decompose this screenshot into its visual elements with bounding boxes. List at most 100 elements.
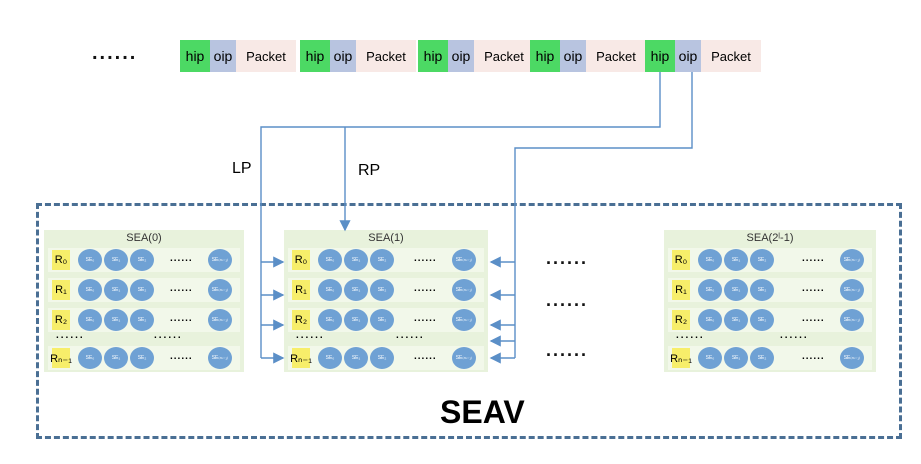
search-engine-node: SE₂: [750, 279, 774, 301]
row-ellipsis: ......: [414, 351, 437, 362]
search-engine-node: SE₀: [698, 249, 722, 271]
search-engine-node: SE₂: [130, 279, 154, 301]
register-label: R₂: [292, 310, 310, 330]
packet-stream-ellipsis: ......: [92, 42, 138, 64]
search-engine-node-last: SE₍ₘ₋₁₎: [840, 279, 864, 301]
search-engine-node: SE₀: [78, 279, 102, 301]
oip-field: oip: [448, 40, 474, 72]
search-engine-node: SE₂: [370, 279, 394, 301]
register-label: Rₙ₋₁: [670, 348, 692, 368]
search-engine-node-last: SE₍ₘ₋₁₎: [840, 309, 864, 331]
lp-line: [260, 72, 661, 358]
hip-field: hip: [530, 40, 560, 72]
register-gap-ellipsis: ......: [154, 330, 183, 341]
search-engine-node: SE₂: [750, 347, 774, 369]
search-engine-node: SE₁: [344, 249, 368, 271]
row-ellipsis: ......: [170, 253, 193, 264]
sea-ellipsis-3: ......: [546, 340, 589, 360]
oip-line: [514, 72, 693, 358]
row-ellipsis: ......: [170, 351, 193, 362]
search-engine-node: SE₀: [78, 309, 102, 331]
row-ellipsis: ......: [802, 351, 825, 362]
search-engine-node: SE₁: [344, 347, 368, 369]
packet-field: Packet: [356, 40, 416, 72]
search-engine-node: SE₂: [370, 347, 394, 369]
packet-0: hip oip Packet: [180, 40, 296, 72]
search-engine-node-last: SE₍ₘ₋₁₎: [452, 279, 476, 301]
packet-field: Packet: [236, 40, 296, 72]
register-label: R₂: [52, 310, 70, 330]
search-engine-node: SE₂: [370, 249, 394, 271]
search-engine-node: SE₁: [104, 249, 128, 271]
row-ellipsis: ......: [802, 283, 825, 294]
register-label: R₀: [52, 250, 70, 270]
rp-label: RP: [358, 162, 381, 179]
search-engine-node: SE₀: [318, 309, 342, 331]
search-engine-node-last: SE₍ₘ₋₁₎: [452, 309, 476, 331]
search-engine-node: SE₀: [698, 309, 722, 331]
search-engine-node: SE₁: [344, 309, 368, 331]
search-engine-node-last: SE₍ₘ₋₁₎: [452, 347, 476, 369]
register-label: Rₙ₋₁: [50, 348, 72, 368]
search-engine-node: SE₂: [130, 347, 154, 369]
packet-4: hip oip Packet: [645, 40, 761, 72]
search-engine-node-last: SE₍ₘ₋₁₎: [208, 347, 232, 369]
row-ellipsis: ......: [170, 283, 193, 294]
oip-field: oip: [560, 40, 586, 72]
register-label: Rₙ₋₁: [290, 348, 312, 368]
sea-ellipsis-1: ......: [546, 248, 589, 268]
packet-field: Packet: [586, 40, 646, 72]
search-engine-node: SE₀: [318, 249, 342, 271]
search-engine-node-last: SE₍ₘ₋₁₎: [208, 309, 232, 331]
register-gap-ellipsis: ......: [780, 330, 809, 341]
search-engine-node: SE₂: [130, 249, 154, 271]
hip-field: hip: [645, 40, 675, 72]
search-engine-node-last: SE₍ₘ₋₁₎: [208, 249, 232, 271]
packet-field: Packet: [474, 40, 534, 72]
register-gap-ellipsis: ......: [396, 330, 425, 341]
register-label: R₂: [672, 310, 690, 330]
lp-label: LP: [232, 160, 252, 177]
sea-title: SEA(1): [368, 232, 404, 244]
search-engine-node: SE₁: [104, 279, 128, 301]
search-engine-node: SE₁: [344, 279, 368, 301]
search-engine-node: SE₀: [698, 347, 722, 369]
register-gap-ellipsis: ......: [56, 330, 85, 341]
search-engine-node: SE₂: [750, 249, 774, 271]
seav-label: SEAV: [440, 394, 525, 430]
search-engine-node-last: SE₍ₘ₋₁₎: [208, 279, 232, 301]
register-label: R₁: [672, 280, 690, 300]
sea-ellipsis-2: ......: [546, 290, 589, 310]
sea-title: SEA(2ˡ-1): [746, 232, 794, 244]
search-engine-node: SE₀: [698, 279, 722, 301]
row-ellipsis: ......: [414, 313, 437, 324]
packet-field: Packet: [701, 40, 761, 72]
row-ellipsis: ......: [414, 253, 437, 264]
search-engine-node: SE₁: [724, 309, 748, 331]
register-gap-ellipsis: ......: [296, 330, 325, 341]
seav-container: [36, 203, 902, 439]
register-gap-ellipsis: ......: [676, 330, 705, 341]
hip-field: hip: [300, 40, 330, 72]
search-engine-node: SE₂: [130, 309, 154, 331]
packet-2: hip oip Packet: [418, 40, 534, 72]
search-engine-node: SE₁: [724, 249, 748, 271]
search-engine-node: SE₀: [78, 347, 102, 369]
search-engine-node: SE₁: [104, 309, 128, 331]
search-engine-node: SE₀: [318, 279, 342, 301]
search-engine-node: SE₁: [104, 347, 128, 369]
search-engine-node: SE₂: [750, 309, 774, 331]
oip-field: oip: [210, 40, 236, 72]
